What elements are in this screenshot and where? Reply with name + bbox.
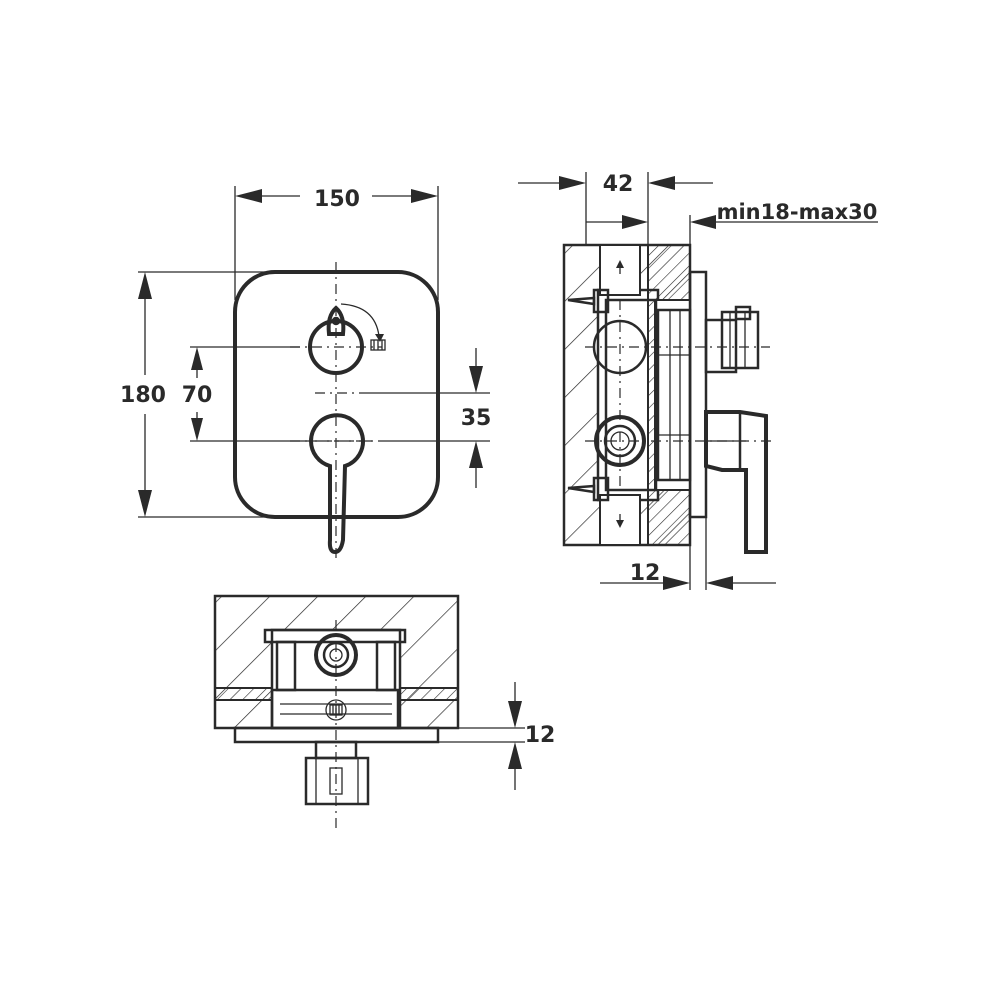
diverter-knob-side <box>704 305 760 374</box>
dimension-label-min18-max30: min18-max30 <box>717 200 878 224</box>
diverter-knob <box>308 303 384 375</box>
dimension-min18-max30: min18-max30 <box>586 200 878 245</box>
dimension-label-35: 35 <box>461 406 492 431</box>
bottom-view: 12 <box>213 594 555 830</box>
side-view: 42 min18-max30 12 <box>518 172 878 590</box>
dimension-150: 150 <box>234 186 439 300</box>
shower-head-icon <box>325 699 347 721</box>
shower-head-icon <box>370 339 386 351</box>
dimension-label-12-bottom: 12 <box>525 723 556 748</box>
mixer-lever <box>300 413 372 555</box>
dimension-label-70: 70 <box>182 383 213 408</box>
knob-stub-bottom <box>304 740 370 806</box>
arrow-up-icon <box>616 260 624 274</box>
dimension-label-12-side: 12 <box>630 561 661 586</box>
dimension-42: 42 <box>518 172 713 245</box>
dimension-12-bottom: 12 <box>438 682 555 790</box>
mixer-lever-side <box>704 410 768 554</box>
dimension-70: 70 <box>182 346 300 442</box>
front-view: 150 180 70 <box>120 186 491 560</box>
dimension-35: 35 <box>360 348 491 488</box>
dimension-label-180: 180 <box>120 383 166 408</box>
arrow-down-icon <box>616 514 624 528</box>
dimension-12-side: 12 <box>600 517 776 590</box>
dimension-180: 180 <box>120 271 265 518</box>
dimension-label-42: 42 <box>603 172 634 197</box>
dimension-label-150: 150 <box>314 187 360 212</box>
